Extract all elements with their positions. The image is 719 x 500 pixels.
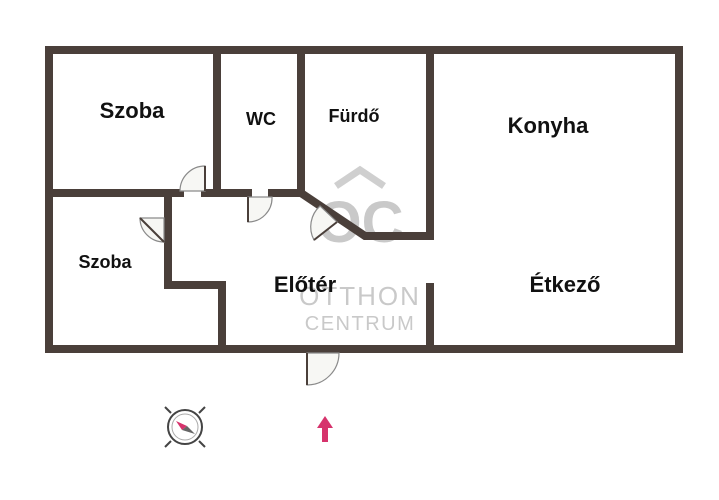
door-wc: [247, 196, 273, 223]
room-label-szoba-1: Szoba: [100, 98, 166, 123]
room-label-furdo: Fürdő: [329, 106, 380, 126]
arrow-up-icon: [317, 416, 333, 442]
wall-bath-diagonal: [295, 187, 434, 240]
door-furdo: [310, 205, 338, 241]
room-label-eloter: Előtér: [274, 272, 337, 297]
room-label-konyha: Konyha: [508, 113, 589, 138]
room-label-etkezo: Étkező: [530, 272, 601, 297]
doors: [139, 165, 340, 386]
watermark-line2: CENTRUM: [305, 313, 416, 335]
walls: [45, 46, 683, 353]
watermark: OC OTTHON CENTRUM: [299, 165, 421, 335]
door-szoba1: [179, 165, 206, 192]
room-label-wc: WC: [246, 109, 276, 129]
door-szoba2: [139, 217, 165, 243]
watermark-roof-icon: [334, 165, 386, 189]
outer-wall: [45, 46, 683, 353]
door-entrance: [306, 352, 340, 386]
watermark-line1: OTTHON: [299, 281, 421, 311]
room-label-szoba-2: Szoba: [78, 252, 132, 272]
compass-icon: [164, 406, 206, 448]
